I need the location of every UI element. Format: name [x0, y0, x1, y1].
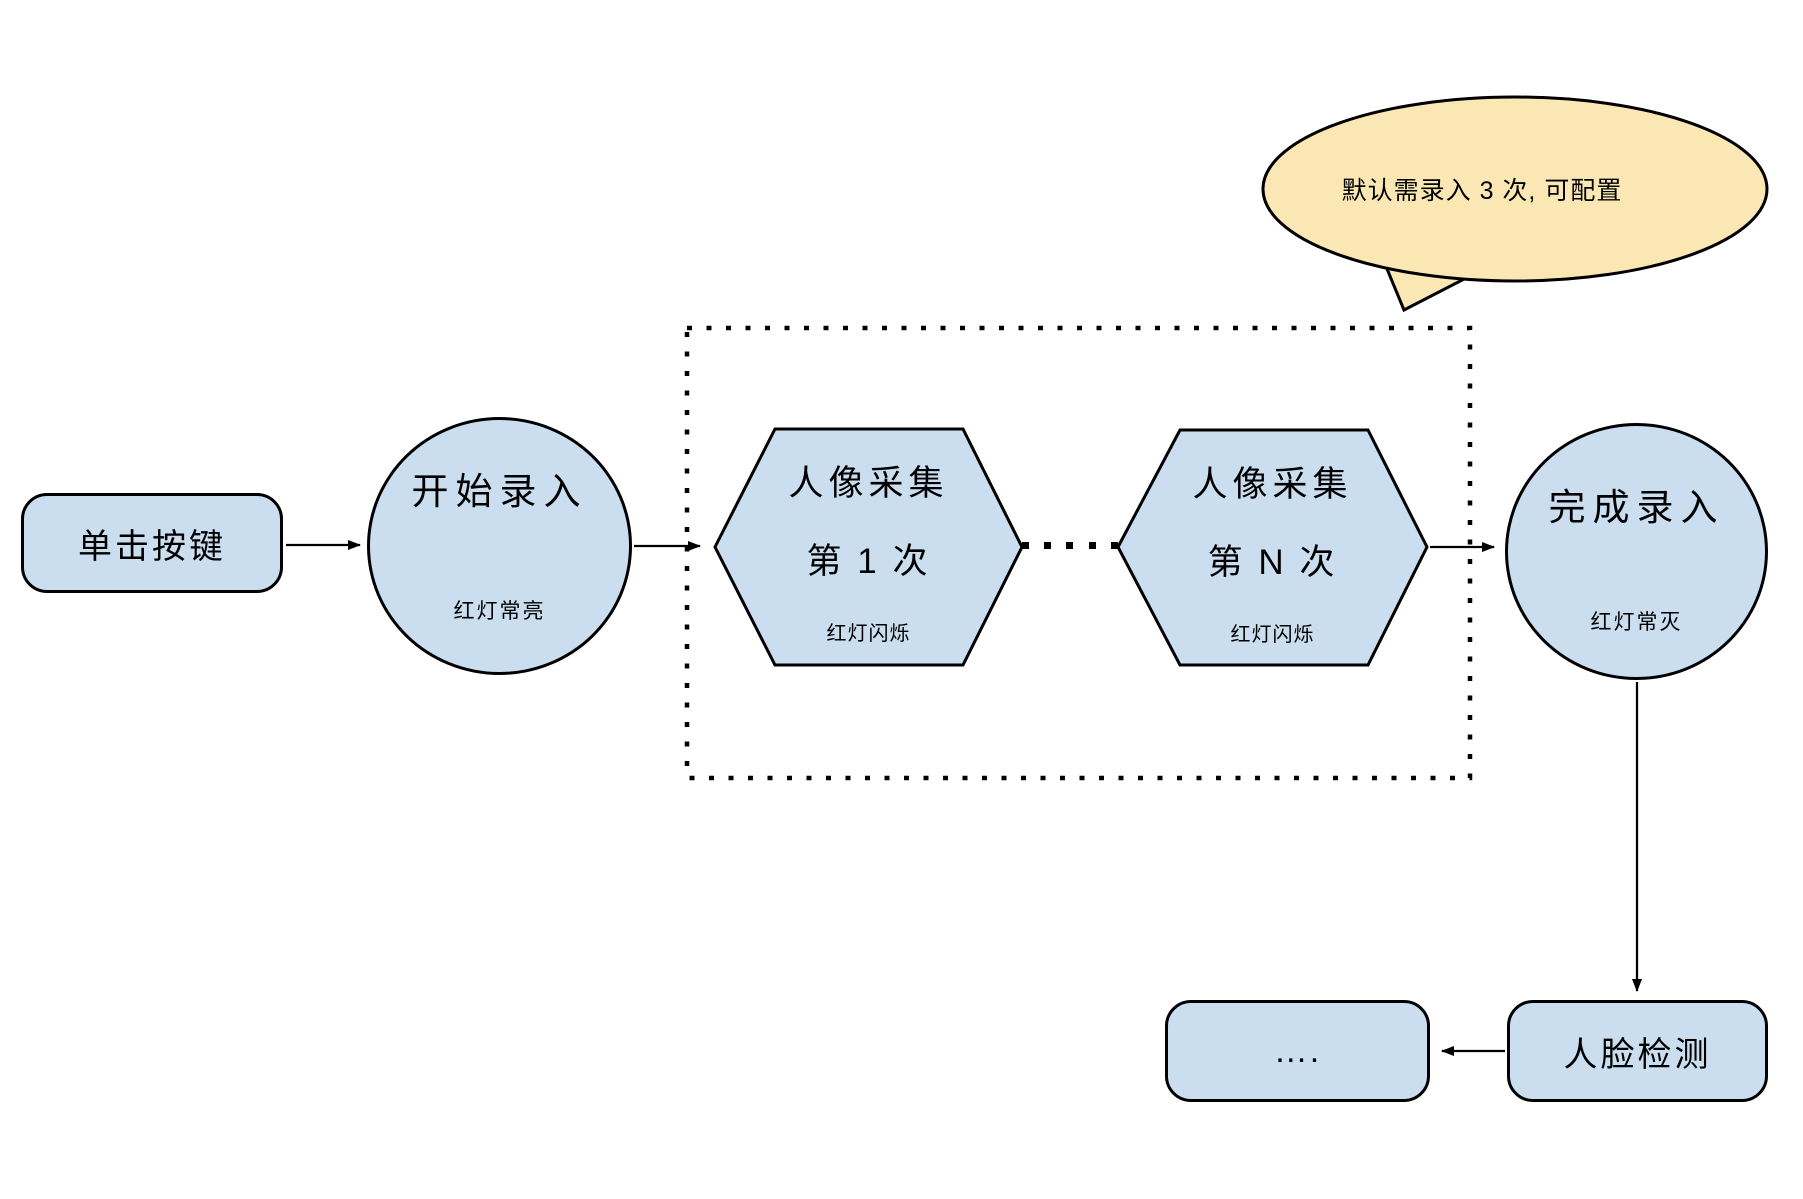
node-start-recording-subtitle: 红灯常亮 [453, 600, 546, 623]
node-finish-recording-subtitle: 红灯常灭 [1590, 611, 1683, 634]
between-hexagons-dots [1022, 542, 1118, 549]
callout-bubble [1261, 95, 1769, 283]
node-start-recording: 开始录入 红灯常亮 [367, 417, 632, 675]
node-start-recording-title: 开始录入 [411, 471, 588, 512]
hexagon-capture-nth [1116, 428, 1429, 667]
node-finish-recording: 完成录入 红灯常灭 [1505, 423, 1768, 680]
node-face-detection: 人脸检测 [1507, 1000, 1768, 1102]
node-face-detection-label: 人脸检测 [1563, 1035, 1712, 1074]
node-start-button: 单击按键 [21, 493, 283, 593]
node-continuation: …. [1165, 1000, 1430, 1102]
capture-group-dotted-box [684, 325, 1473, 781]
hexagon-capture-first [713, 427, 1024, 667]
node-finish-recording-title: 完成录入 [1548, 487, 1725, 528]
node-start-button-label: 单击按键 [78, 527, 226, 566]
callout-text: 默认需录入 3 次, 可配置 [1341, 177, 1623, 205]
node-continuation-label: …. [1273, 1031, 1322, 1070]
